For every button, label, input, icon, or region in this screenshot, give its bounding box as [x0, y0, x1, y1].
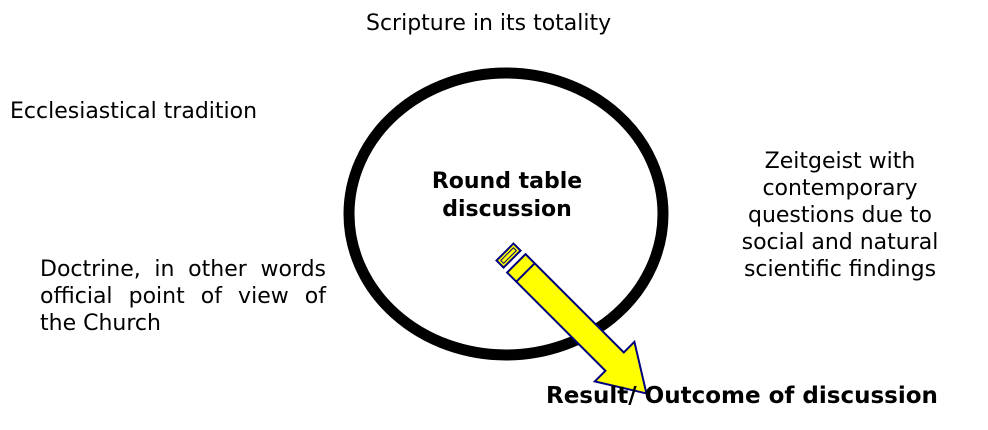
doctrine-label: Doctrine, in other words official point … [40, 257, 326, 336]
arrow-band [515, 262, 536, 283]
scripture-label: Scripture in its totality [366, 11, 612, 36]
round-table-ring [343, 67, 669, 361]
tradition-label: Ecclesiastical tradition [10, 99, 258, 124]
result-arrow [495, 242, 648, 395]
arrow-cap-inner [500, 247, 518, 265]
arrow-body [505, 252, 648, 395]
result-label: Result/ Outcome of discussion [546, 383, 938, 409]
round-table-label: Round table discussion [431, 169, 583, 222]
zeitgeist-label: Zeitgeist with contemporary questions du… [741, 149, 939, 282]
